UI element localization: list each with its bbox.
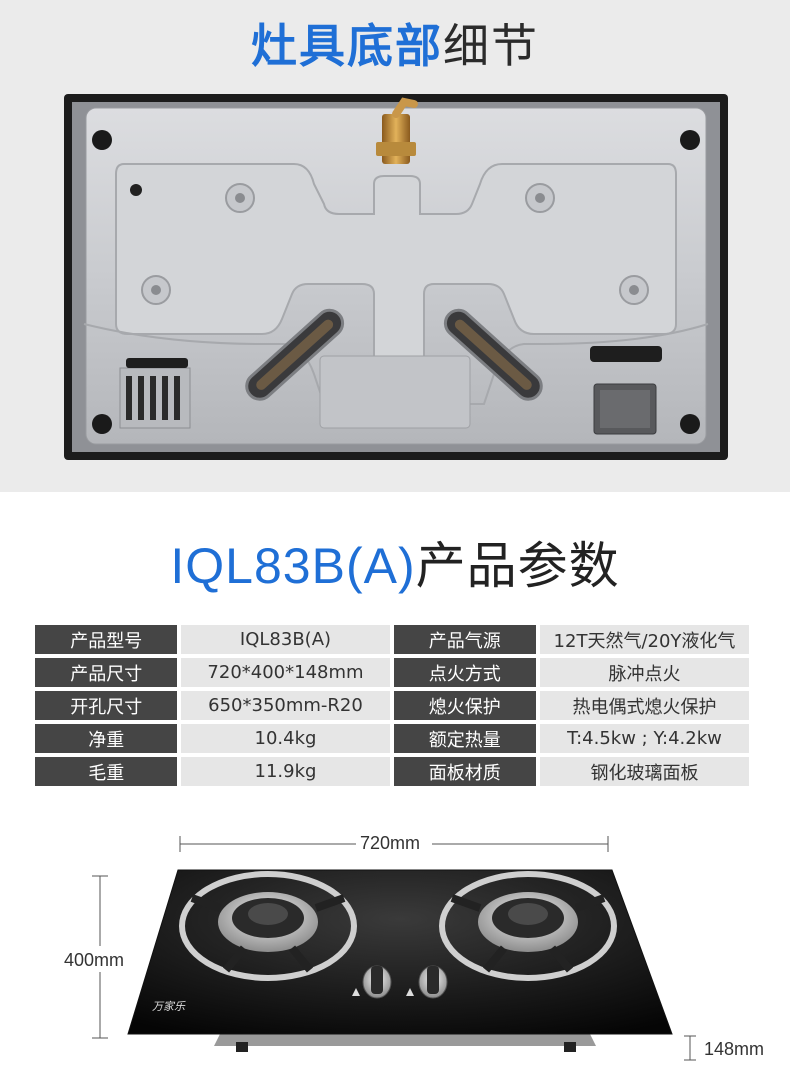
title-rest: 细节 [443,19,539,73]
table-row: 产品型号 IQL83B(A) 产品气源 12T天然气/20Y液化气 [35,625,749,654]
params-title-model: IQL83B(A) [170,538,416,594]
spec-key: 产品尺寸 [35,658,178,687]
spec-key: 点火方式 [393,658,536,687]
spec-value: 热电偶式熄火保护 [539,691,749,720]
spec-key: 开孔尺寸 [35,691,178,720]
spec-key: 熄火保护 [393,691,536,720]
gas-inlet-fitting [382,114,410,164]
spec-value: 钢化玻璃面板 [539,757,749,786]
spec-value: IQL83B(A) [181,625,390,654]
spec-key: 毛重 [35,757,178,786]
knob-right [418,965,448,999]
brand-logo: 万家乐 [152,1000,185,1013]
depth-label: 400mm [64,950,125,970]
height-label: 148mm [704,1039,765,1059]
title-highlight: 灶具底部 [251,19,443,73]
spec-value: 脉冲点火 [539,658,749,687]
left-burner [179,871,357,981]
table-row: 净重 10.4kg 额定热量 T:4.5kw ; Y:4.2kw [35,724,749,753]
spec-value: 12T天然气/20Y液化气 [539,625,749,654]
params-title-rest: 产品参数 [415,537,620,595]
spec-value: 11.9kg [181,757,390,786]
spec-value: T:4.5kw ; Y:4.2kw [539,724,749,753]
knob-left [362,965,392,999]
bottom-detail-title: 灶具底部细节 [0,10,790,76]
params-title: IQL83B(A)产品参数 [0,526,790,598]
spec-table: 产品型号 IQL83B(A) 产品气源 12T天然气/20Y液化气 产品尺寸 7… [31,621,753,790]
dimension-section: 720mm 400mm 148mm 万家乐 [0,820,790,1087]
spec-key: 产品气源 [393,625,536,654]
stove-base [214,1034,596,1046]
right-burner [439,871,617,981]
table-row: 产品尺寸 720*400*148mm 点火方式 脉冲点火 [35,658,749,687]
glass-panel [127,869,673,1035]
table-row: 开孔尺寸 650*350mm-R20 熄火保护 热电偶式熄火保护 [35,691,749,720]
spec-key: 面板材质 [393,757,536,786]
spec-key: 净重 [35,724,178,753]
spec-value: 650*350mm-R20 [181,691,390,720]
spec-key: 产品型号 [35,625,178,654]
table-row: 毛重 11.9kg 面板材质 钢化玻璃面板 [35,757,749,786]
spec-key: 额定热量 [393,724,536,753]
spec-value: 720*400*148mm [181,658,390,687]
dimension-drawing [62,832,696,1061]
width-label: 720mm [360,833,421,853]
spec-value: 10.4kg [181,724,390,753]
stove-bottom-photo [64,94,728,460]
